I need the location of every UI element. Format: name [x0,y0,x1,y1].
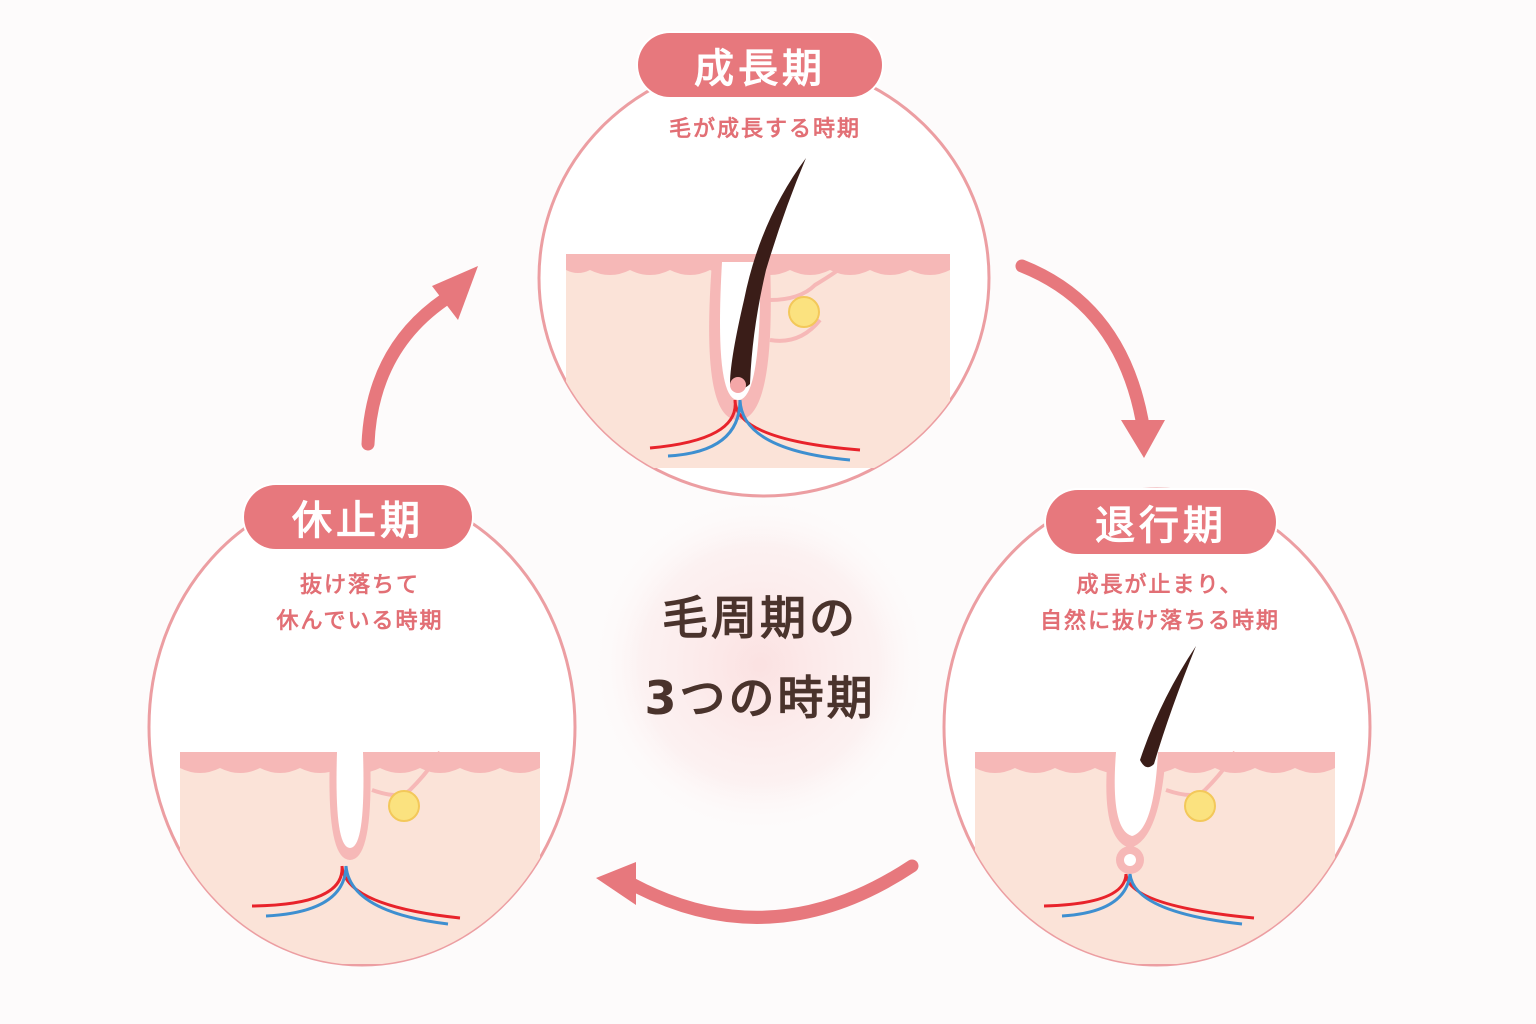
rest-desc-line-2: 休んでいる時期 [276,609,444,634]
growth-phase-description: 毛が成長する時期 [600,112,930,148]
growth-desc-line-1: 毛が成長する時期 [668,117,861,142]
rest-circle [147,487,577,967]
rest-phase-label: 休止期 [244,485,472,549]
arrowhead-down [1121,420,1165,458]
hair-shaft [1140,646,1196,768]
artery [251,865,461,920]
regression-desc-line-1: 成長が止まり、 [1076,573,1244,598]
regression-circle [942,487,1372,967]
sebaceous-gland [788,296,820,328]
hair-shaft [730,158,806,389]
center-title-line-2: 3つの時期 [644,671,876,725]
rest-desc-line-1: 抜け落ちて [299,573,420,598]
arrow-regression-to-rest [621,859,919,924]
vein [667,399,851,462]
vein [265,865,449,926]
rest-phase-description: 抜け落ちて 休んでいる時期 [220,568,500,640]
arrowhead-up [432,266,478,320]
center-title-line-1: 毛周期の [662,591,858,645]
regression-desc-line-2: 自然に抜け落ちる時期 [1039,609,1280,634]
arrow-rest-to-growth [361,293,451,451]
vein [1061,873,1243,926]
center-title: 毛周期の 3つの時期 [560,578,960,738]
growth-phase-label: 成長期 [638,33,882,97]
regression-phase-label: 退行期 [1046,490,1276,554]
cycle-arrows [361,259,1149,924]
arrow-growth-to-regression [1015,259,1149,427]
artery [1043,873,1255,920]
sebaceous-gland [1184,790,1216,822]
growth-circle [537,58,991,498]
center-glow [590,495,930,835]
regression-phase-description: 成長が止まり、 自然に抜け落ちる時期 [1000,568,1320,640]
artery [649,399,861,452]
arrowhead-left [596,862,636,905]
sebaceous-gland [388,790,420,822]
